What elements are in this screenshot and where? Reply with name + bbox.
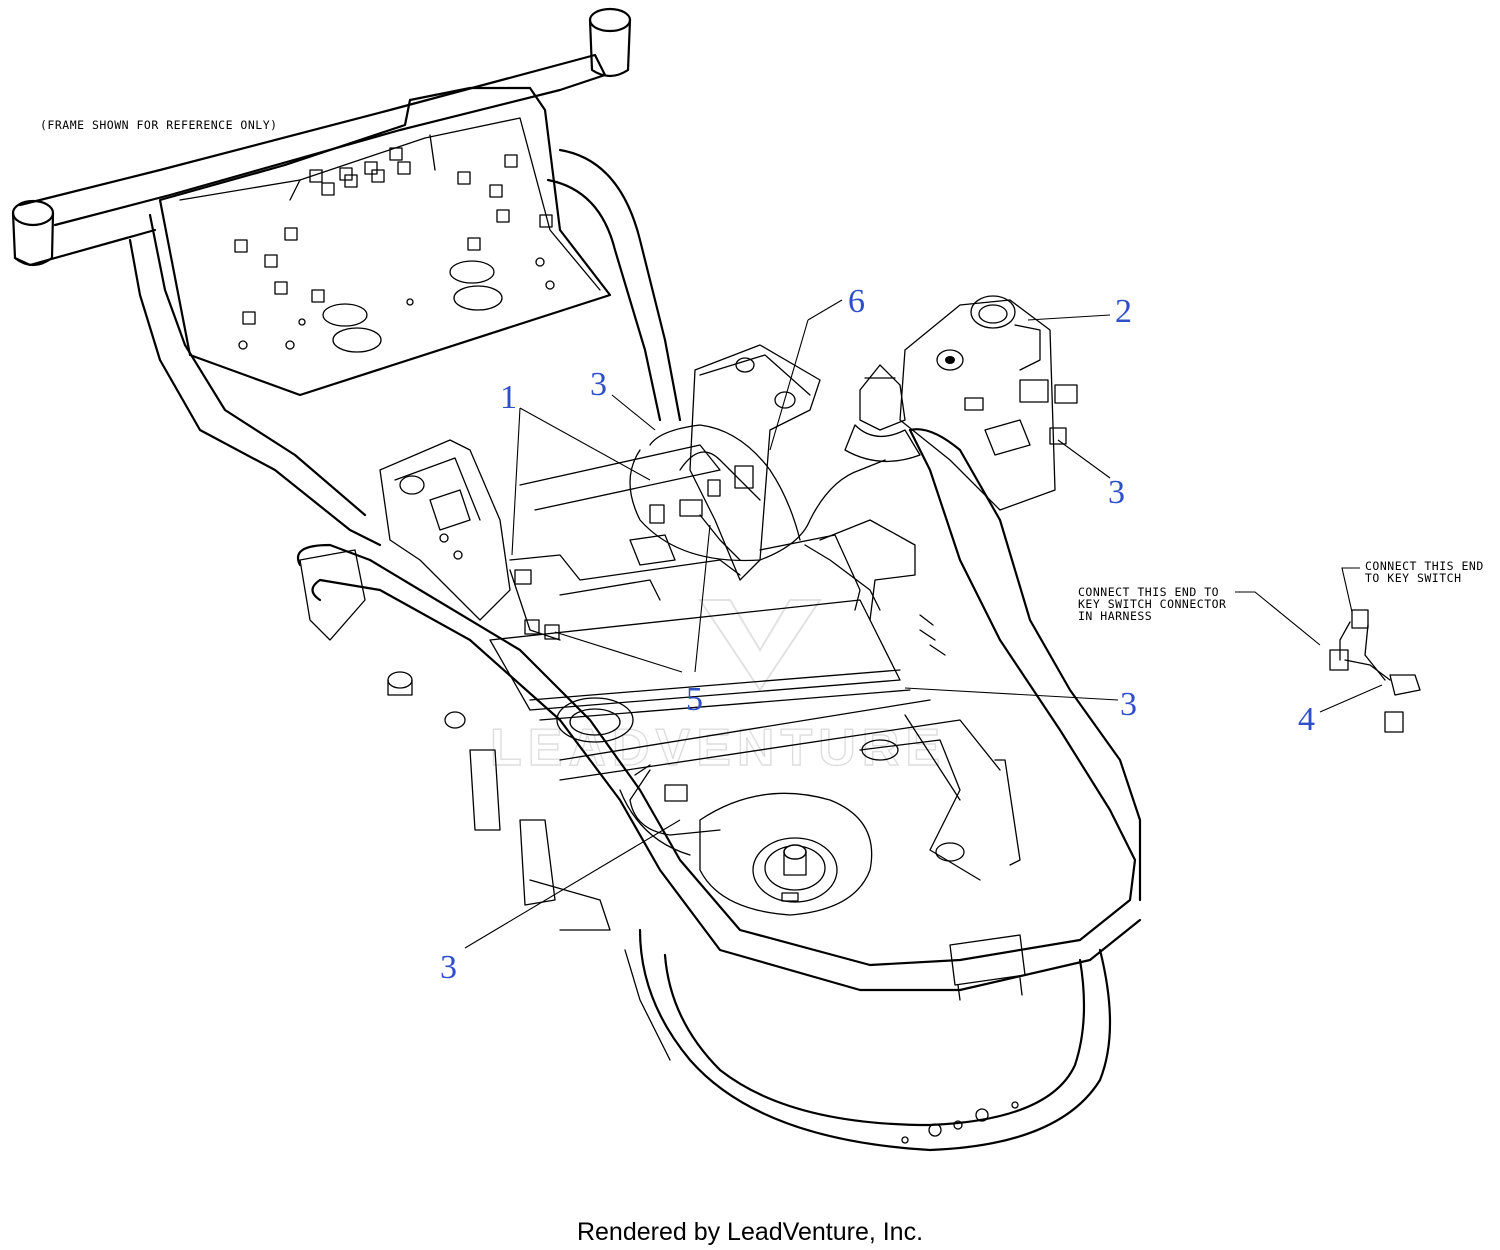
notes: (FRAME SHOWN FOR REFERENCE ONLY) CONNECT… [40, 118, 1484, 623]
mower-frame [11, 7, 1142, 1152]
connect-harness-note-line1: CONNECT THIS END TO [1078, 585, 1219, 599]
leadventure-watermark: LEADVENTURE [489, 599, 946, 778]
key-switch-jumper-harness [1329, 609, 1421, 733]
connect-switch-note-line2: TO KEY SWITCH [1365, 571, 1462, 585]
connect-switch-note-line1: CONNECT THIS END [1365, 559, 1484, 573]
callout-3-right-panel: 3 [1108, 474, 1125, 511]
connect-harness-note-line3: IN HARNESS [1078, 609, 1152, 623]
callout-6: 6 [848, 283, 865, 320]
callout-3-right-mid: 3 [1120, 686, 1137, 723]
callout-leaders [464, 299, 1383, 949]
left-control-tower [299, 439, 611, 931]
right-dash-panel [844, 295, 1078, 511]
wire-harness [509, 424, 886, 856]
callout-5: 5 [686, 681, 703, 718]
callout-2: 2 [1115, 293, 1132, 330]
deck-floor [489, 599, 1021, 916]
frame-reference-note: (FRAME SHOWN FOR REFERENCE ONLY) [40, 118, 278, 132]
callout-numbers: 1 2 3 3 3 3 4 5 6 [440, 283, 1315, 986]
callout-4: 4 [1298, 701, 1315, 738]
callout-3-bottom-left: 3 [440, 949, 457, 986]
callout-1: 1 [500, 379, 517, 416]
watermark-text: LEADVENTURE [490, 719, 946, 777]
center-control-tower [509, 344, 916, 621]
plate-cutouts [234, 147, 555, 353]
connect-harness-note-line2: KEY SWITCH CONNECTOR [1078, 597, 1226, 611]
footer-credit: Rendered by LeadVenture, Inc. [577, 1218, 923, 1246]
callout-3-top-center: 3 [590, 366, 607, 403]
